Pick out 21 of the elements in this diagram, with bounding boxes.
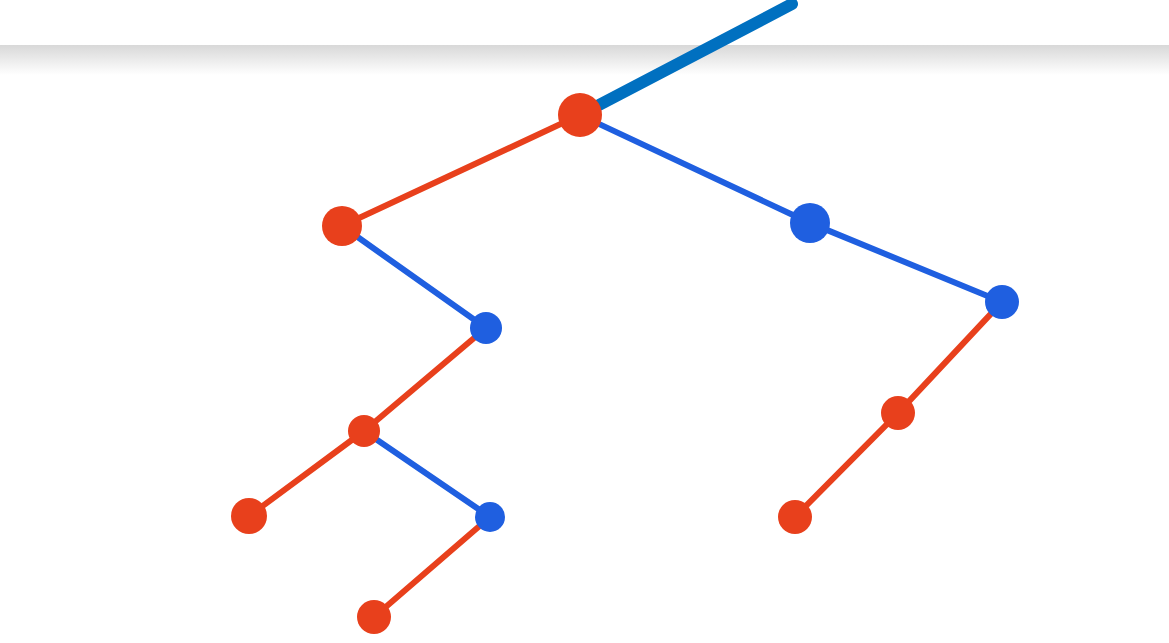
circle-node — [357, 600, 391, 634]
circle-node — [881, 396, 915, 430]
circle-node — [470, 312, 502, 344]
connector-line — [596, 121, 795, 218]
connector-line — [357, 121, 564, 221]
connector-line — [373, 335, 477, 424]
circle-node — [790, 203, 830, 243]
connector-line — [355, 234, 476, 322]
circle-node — [778, 500, 812, 534]
connector-line — [260, 437, 355, 509]
connector-line — [374, 437, 481, 512]
circle-node — [322, 206, 362, 246]
connector-line — [383, 523, 482, 609]
circle-node — [475, 502, 505, 532]
circle-node — [985, 285, 1019, 319]
connector-line — [906, 311, 994, 404]
circle-node — [558, 93, 602, 137]
circle-node — [231, 498, 267, 534]
circle-node — [348, 415, 380, 447]
connector-line — [825, 227, 990, 299]
connector-line — [803, 422, 890, 508]
